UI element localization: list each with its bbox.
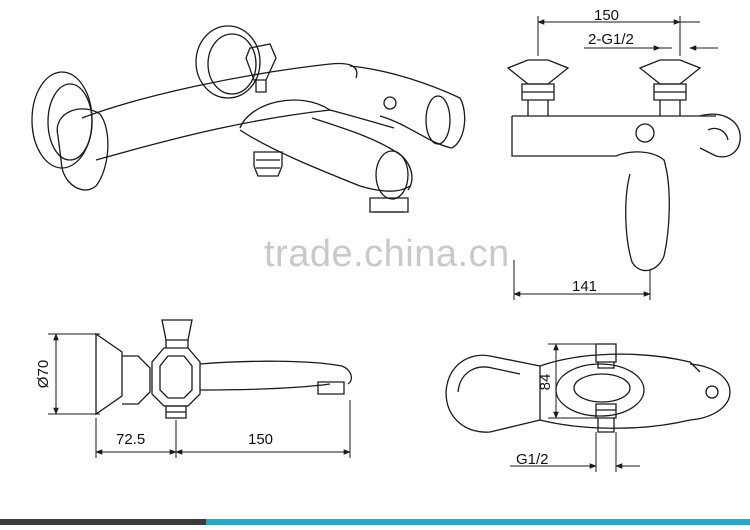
dim-width-150: 150 — [594, 7, 619, 24]
side-view — [506, 59, 741, 272]
side-view-dimensions — [513, 16, 718, 300]
top-view — [445, 343, 731, 433]
top-view-dimensions — [510, 343, 640, 472]
dim-spout-150: 150 — [248, 431, 273, 448]
footer-bar-dark — [0, 519, 206, 525]
front-view-dimensions — [48, 333, 351, 458]
watermark: trade.china.cn — [264, 233, 510, 275]
perspective-view — [31, 25, 466, 213]
dim-thread-2-g1-2: 2-G1/2 — [588, 31, 634, 48]
dim-height-84: 84 — [537, 374, 554, 391]
dim-thread-g1-2: G1/2 — [516, 451, 549, 468]
front-view — [95, 319, 353, 419]
dim-offset-72-5: 72.5 — [116, 431, 145, 448]
footer-bar-accent — [206, 519, 750, 525]
dim-diameter-70: Ø70 — [35, 360, 52, 388]
dim-spout-141: 141 — [572, 278, 597, 295]
